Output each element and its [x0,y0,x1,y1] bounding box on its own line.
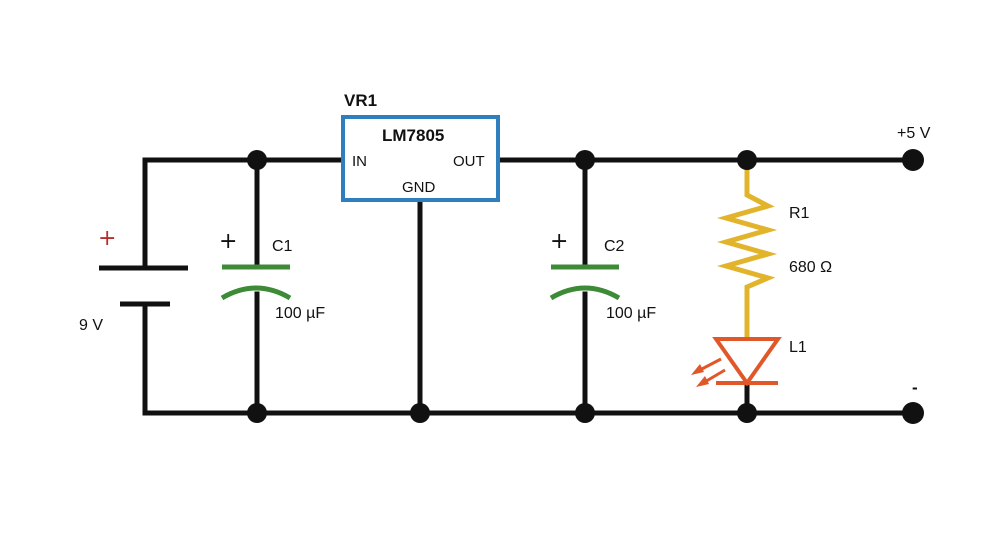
regulator-pin-in: IN [352,153,367,170]
node-c2-top [575,150,595,170]
regulator-body [341,115,500,202]
regulator-ref: VR1 [344,91,377,110]
resistor-zigzag [716,160,778,337]
wires [142,157,916,416]
r1-name: R1 [789,205,810,222]
output-negative-terminal [902,402,924,424]
c1-curved-plate [220,285,292,301]
battery-label: 9 V [79,317,103,334]
battery-plus-sign: + [98,226,116,251]
output-positive-label: +5 V [897,125,931,142]
c2-value: 100 µF [606,305,656,322]
regulator-pin-out: OUT [453,153,485,170]
c1-value: 100 µF [275,305,325,322]
output-negative-label: - [912,378,918,397]
node-c1-top [247,150,267,170]
resistor-r1: R1 680 Ω [716,160,832,337]
output-positive-terminal [902,149,924,171]
c2-plus-sign: + [550,229,568,254]
led-triangle [712,337,782,387]
node-c1-bottom [247,403,267,423]
capacitor-c1: + C1 100 µF [219,229,325,322]
led-light-arrows-icon [691,357,726,387]
node-gnd-bottom [410,403,430,423]
regulator-part: LM7805 [382,126,444,145]
capacitor-c2: + C2 100 µF [549,229,656,322]
node-led-bottom [737,403,757,423]
c1-name: C1 [272,238,293,255]
battery: + 9 V [79,226,188,334]
c2-curved-plate [549,285,621,301]
regulator-pin-gnd: GND [402,179,436,196]
led-l1: L1 [691,337,807,387]
node-c2-bottom [575,403,595,423]
led-name: L1 [789,339,807,356]
junction-nodes [247,149,924,424]
c2-name: C2 [604,238,625,255]
r1-value: 680 Ω [789,259,832,276]
voltage-regulator: VR1 LM7805 IN OUT GND [341,91,500,202]
c1-plus-sign: + [219,229,237,254]
node-r1-top [737,150,757,170]
